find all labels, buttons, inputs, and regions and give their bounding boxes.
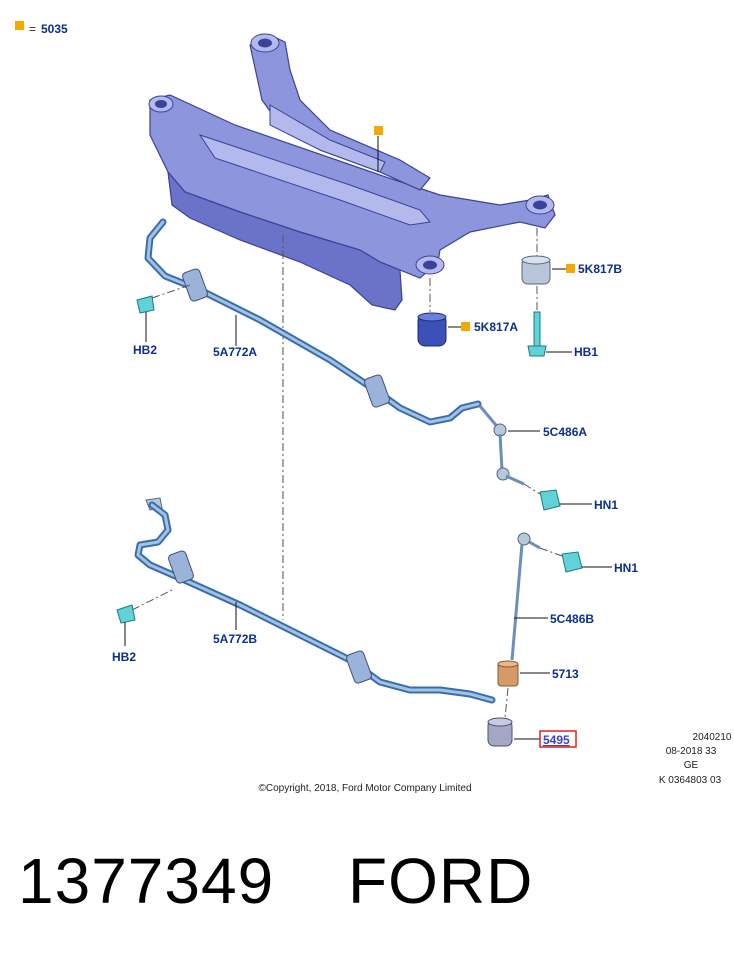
bolt-hb2-top: HB2 <box>133 284 191 357</box>
copyright: ©Copyright, 2018, Ford Motor Company Lim… <box>258 783 471 794</box>
legend-swatch <box>15 21 24 30</box>
bushing-5713: 5713 <box>497 660 579 687</box>
info-line-4: K 0364803 03 <box>659 775 722 786</box>
label-5a772a: 5A772A <box>213 345 257 359</box>
label-hb2-top: HB2 <box>133 343 157 357</box>
legend-equals: = <box>29 22 36 36</box>
stabilizer-bar-5a772a: 5A772A <box>144 218 482 426</box>
drawing-info: 2040210 08-2018 33 GE K 0364803 03 <box>659 732 732 786</box>
bolt-hb2-bottom: HB2 <box>112 589 173 664</box>
stabilizer-link-5c486b: 5C486B <box>510 532 594 661</box>
swatch-5k817b <box>566 264 575 273</box>
rear-subframe <box>148 33 556 311</box>
subframe-swatch <box>374 126 383 135</box>
label-hb1: HB1 <box>574 345 598 359</box>
label-5k817b: 5K817B <box>578 262 622 276</box>
label-hn1-top: HN1 <box>594 498 618 512</box>
info-line-2: 08-2018 33 <box>666 746 717 757</box>
label-5k817a: 5K817A <box>474 320 518 334</box>
label-hb2-bottom: HB2 <box>112 650 136 664</box>
nut-hn1-top: HN1 <box>523 483 618 512</box>
label-5713: 5713 <box>552 667 579 681</box>
brand-name: FORD <box>348 845 533 917</box>
legend-code: 5035 <box>41 22 68 36</box>
bolt-hb1: HB1 <box>527 286 598 359</box>
swatch-5k817a <box>461 322 470 331</box>
label-hn1-bottom: HN1 <box>614 561 638 575</box>
legend: = 5035 <box>15 21 68 36</box>
part-number: 1377349 <box>18 845 274 917</box>
label-5495: 5495 <box>543 733 570 747</box>
info-line-1: 2040210 <box>693 732 732 743</box>
bushing-5k817b: 5K817B <box>521 228 622 285</box>
label-5c486a: 5C486A <box>543 425 587 439</box>
nut-hn1-bottom: HN1 <box>539 547 638 575</box>
info-line-3: GE <box>684 760 699 771</box>
bushing-5k817a: 5K817A <box>417 278 518 347</box>
bushing-5495: 5495 <box>487 687 577 748</box>
stabilizer-bar-5a772b: 5A772B <box>134 497 496 704</box>
label-5a772b: 5A772B <box>213 632 257 646</box>
stabilizer-link-5c486a: 5C486A <box>478 405 587 486</box>
highlight-box-5495 <box>539 730 577 748</box>
label-5c486b: 5C486B <box>550 612 594 626</box>
